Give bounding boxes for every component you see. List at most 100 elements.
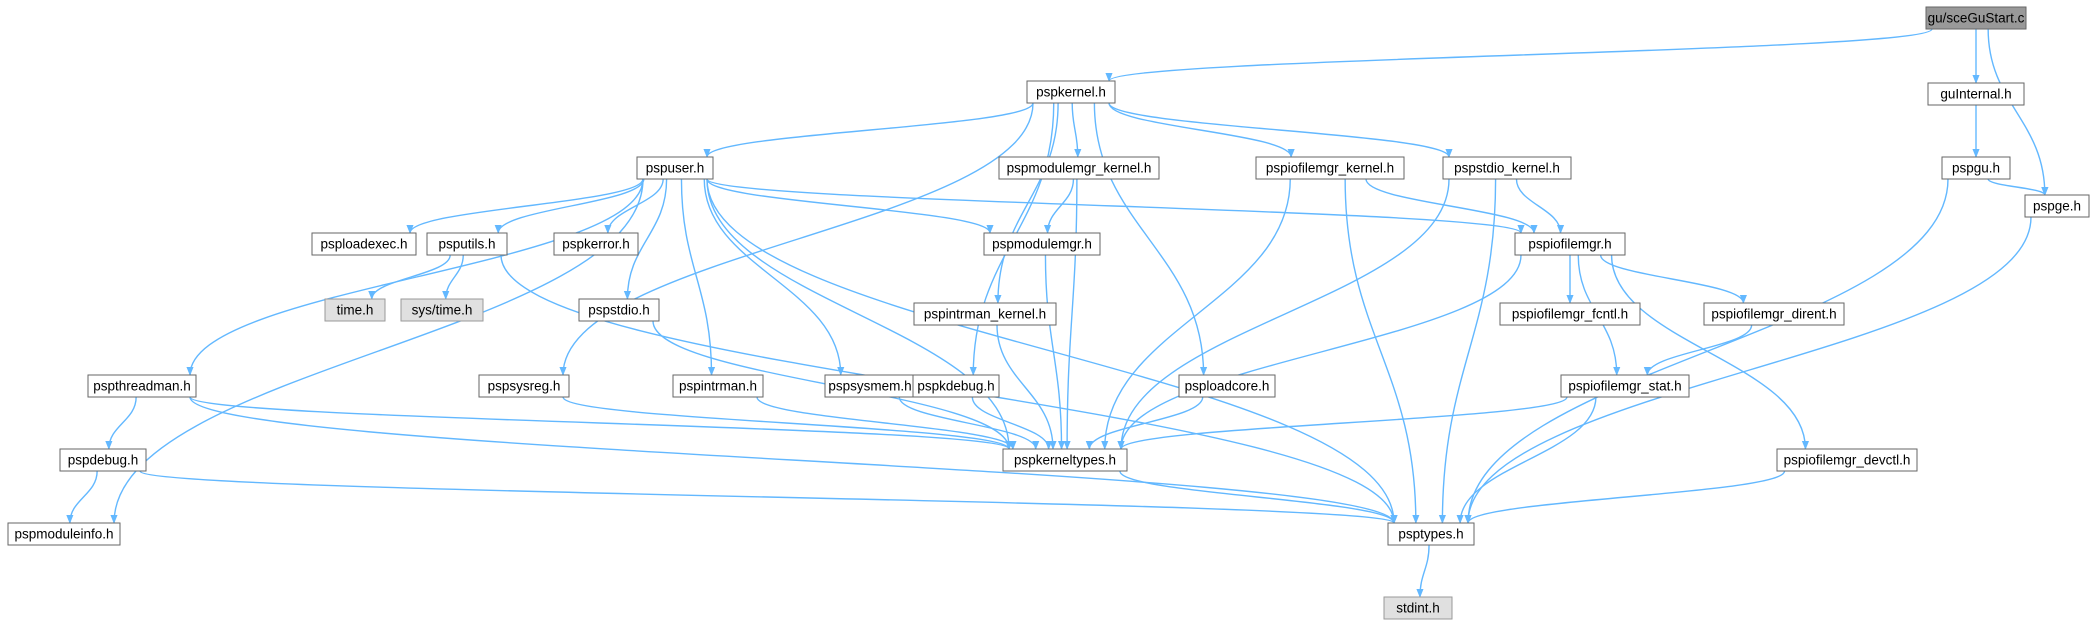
node-pspmodulemgr_kernel[interactable]: pspmodulemgr_kernel.h <box>998 156 1160 180</box>
node-box <box>1026 80 1116 104</box>
node-label: pspiofilemgr_dirent.h <box>1711 307 1836 322</box>
node-psputils[interactable]: psputils.h <box>426 232 508 256</box>
edge-pspmodulemgr-to-pspkerneltypes <box>1044 254 1066 450</box>
node-label: pspdebug.h <box>68 453 139 468</box>
node-pspintrman_kernel[interactable]: pspintrman_kernel.h <box>913 302 1057 326</box>
node-label: guInternal.h <box>1940 87 2011 102</box>
node-pspintrman[interactable]: pspintrman.h <box>672 374 764 398</box>
node-box <box>324 298 386 322</box>
edge-pspkdebug-to-pspkerneltypes <box>971 396 1053 450</box>
edge-pspsysreg-to-pspkerneltypes <box>562 396 1013 450</box>
node-pspiofilemgr_fcntl[interactable]: pspiofilemgr_fcntl.h <box>1499 302 1641 326</box>
node-box <box>7 522 121 546</box>
node-label: pspkerror.h <box>562 237 630 252</box>
node-pspmodulemgr[interactable]: pspmodulemgr.h <box>983 232 1101 256</box>
node-pspge[interactable]: pspge.h <box>2024 194 2090 218</box>
edge-pspuser-to-pspthreadman <box>186 178 644 376</box>
node-box <box>1499 302 1641 326</box>
node-box <box>1703 302 1845 326</box>
node-pspgu[interactable]: pspgu.h <box>1941 156 2011 180</box>
node-label: pspge.h <box>2033 199 2081 214</box>
node-psploadcore[interactable]: psploadcore.h <box>1178 374 1276 398</box>
node-label: pspintrman_kernel.h <box>924 307 1046 322</box>
node-box <box>913 302 1057 326</box>
node-box <box>1925 6 2027 30</box>
node-box <box>998 156 1160 180</box>
node-label: pspkernel.h <box>1036 85 1106 100</box>
node-box <box>311 232 417 256</box>
edge-pspiofilemgr_kernel-to-pspiofilemgr <box>1365 178 1538 234</box>
node-psploadexec[interactable]: psploadexec.h <box>311 232 417 256</box>
node-time[interactable]: time.h <box>324 298 386 322</box>
edge-pspkernel-to-pspstdio_kernel <box>1108 102 1453 158</box>
node-box <box>59 448 147 472</box>
node-pspkernel[interactable]: pspkernel.h <box>1026 80 1116 104</box>
edge-pspdebug-to-psptypes <box>139 470 1398 524</box>
node-pspsysreg[interactable]: pspsysreg.h <box>478 374 570 398</box>
node-pspthreadman[interactable]: pspthreadman.h <box>87 374 197 398</box>
edge-pspiofilemgr_dirent-to-pspiofilemgr_stat <box>1643 324 1753 376</box>
node-psptypes[interactable]: psptypes.h <box>1387 522 1475 546</box>
edge-pspuser-to-pspiofilemgr <box>706 178 1525 234</box>
node-pspiofilemgr_kernel[interactable]: pspiofilemgr_kernel.h <box>1255 156 1405 180</box>
node-guInternal[interactable]: guInternal.h <box>1927 82 2025 106</box>
edge-pspuser-to-pspintrman <box>680 178 716 376</box>
edge-pspiofilemgr_devctl-to-psptypes <box>1464 470 1786 524</box>
node-pspiofilemgr_stat[interactable]: pspiofilemgr_stat.h <box>1560 374 1690 398</box>
node-label: pspiofilemgr_stat.h <box>1568 379 1681 394</box>
edge-pspiofilemgr_stat-to-psptypes <box>1456 396 1597 524</box>
node-box <box>983 232 1101 256</box>
node-box <box>1383 596 1453 620</box>
edge-pspstdio_kernel-to-psptypes <box>1438 178 1497 524</box>
node-pspiofilemgr_devctl[interactable]: pspiofilemgr_devctl.h <box>1776 448 1918 472</box>
node-pspkerneltypes[interactable]: pspkerneltypes.h <box>1002 448 1128 472</box>
node-label: pspkerneltypes.h <box>1014 453 1116 468</box>
node-systime[interactable]: sys/time.h <box>400 298 484 322</box>
node-pspuser[interactable]: pspuser.h <box>636 156 714 180</box>
node-label: pspstdio_kernel.h <box>1454 161 1560 176</box>
node-pspstdio_kernel[interactable]: pspstdio_kernel.h <box>1442 156 1572 180</box>
node-pspiofilemgr[interactable]: pspiofilemgr.h <box>1514 232 1626 256</box>
node-label: pspsysreg.h <box>488 379 561 394</box>
edge-pspthreadman-to-pspkerneltypes <box>189 396 1013 450</box>
edge-pspstdio_kernel-to-pspkerneltypes <box>1117 178 1450 450</box>
edge-pspuser-to-psputils <box>494 178 645 234</box>
node-pspmoduleinfo[interactable]: pspmoduleinfo.h <box>7 522 121 546</box>
edge-pspsysmem-to-pspkerneltypes <box>898 396 1040 450</box>
node-pspkdebug[interactable]: pspkdebug.h <box>912 374 1000 398</box>
node-label: psptypes.h <box>1398 527 1463 542</box>
edge-pspkernel-to-psploadcore <box>1093 102 1208 376</box>
node-label: pspmodulemgr_kernel.h <box>1007 161 1152 176</box>
node-sceGuStart[interactable]: gu/sceGuStart.c <box>1925 6 2027 30</box>
node-label: pspiofilemgr_devctl.h <box>1784 453 1911 468</box>
node-box <box>426 232 508 256</box>
edge-psputils-to-systime <box>442 254 464 300</box>
node-box <box>1002 448 1128 472</box>
edge-pspkerneltypes-to-psptypes <box>1119 470 1398 524</box>
node-pspdebug[interactable]: pspdebug.h <box>59 448 147 472</box>
node-pspstdio[interactable]: pspstdio.h <box>578 298 660 322</box>
edge-pspkernel-to-pspsysreg <box>559 102 1034 376</box>
node-box <box>478 374 570 398</box>
node-label: pspgu.h <box>1952 161 2000 176</box>
nodes-layer: gu/sceGuStart.c pspkernel.h guInternal.h ps… <box>7 6 2090 620</box>
node-box <box>1442 156 1572 180</box>
node-label: pspiofilemgr_kernel.h <box>1266 161 1394 176</box>
node-pspkerror[interactable]: pspkerror.h <box>553 232 639 256</box>
edge-psploadcore-to-pspkerneltypes <box>1085 396 1204 450</box>
node-pspiofilemgr_dirent[interactable]: pspiofilemgr_dirent.h <box>1703 302 1845 326</box>
edge-pspiofilemgr_kernel-to-pspkerneltypes <box>1101 178 1291 450</box>
edge-pspuser-to-pspstdio <box>623 178 668 300</box>
node-label: pspintrman.h <box>679 379 757 394</box>
edge-pspthreadman-to-psptypes <box>189 396 1398 524</box>
node-label: pspthreadman.h <box>93 379 191 394</box>
node-stdint[interactable]: stdint.h <box>1383 596 1453 620</box>
node-label: stdint.h <box>1396 601 1440 616</box>
node-box <box>636 156 714 180</box>
edge-pspdebug-to-pspmoduleinfo <box>66 470 98 524</box>
node-box <box>1560 374 1690 398</box>
edge-pspmodulemgr_kernel-to-pspkerneltypes <box>1063 178 1078 450</box>
edge-pspintrman_kernel-to-pspkerneltypes <box>996 324 1057 450</box>
node-pspsysmem[interactable]: pspsysmem.h <box>824 374 916 398</box>
